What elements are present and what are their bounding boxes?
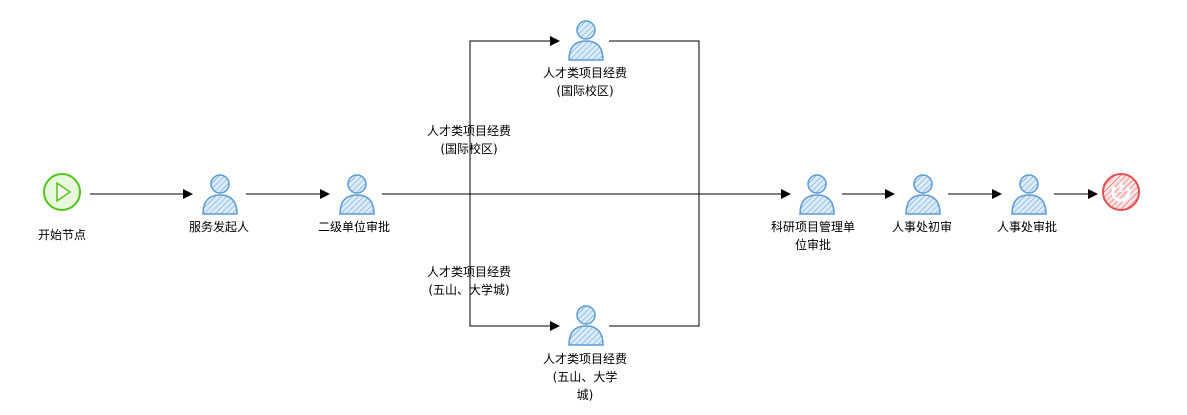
- end-node[interactable]: [1101, 172, 1141, 212]
- edge-label-wushan-line1: 人才类项目经费: [426, 265, 511, 279]
- initiator-label: 服务发起人: [188, 220, 249, 234]
- talent-wushan-label-line3: 城): [576, 388, 594, 402]
- initiator-node[interactable]: [200, 172, 240, 220]
- edge-talent-intl-to-research[interactable]: [609, 40, 700, 194]
- talent-wushan-node[interactable]: [566, 303, 606, 351]
- edge-to-talent-wushan[interactable]: [469, 194, 560, 331]
- user-icon: [568, 305, 604, 346]
- hr-initial-node[interactable]: [903, 172, 943, 220]
- edge-label-intl-line1: 人才类项目经费: [426, 124, 511, 138]
- research-approval-node[interactable]: [797, 172, 837, 220]
- edge-label-wushan: 人才类项目经费 (五山、大学城): [414, 263, 524, 299]
- talent-intl-label-line1: 人才类项目经费: [542, 66, 627, 80]
- hr-initial-label: 人事处初审: [891, 220, 952, 234]
- user-icon: [339, 174, 375, 215]
- user-icon: [799, 174, 835, 215]
- play-icon: [43, 173, 81, 211]
- start-node-label: 开始节点: [37, 228, 86, 242]
- user-icon: [202, 174, 238, 215]
- talent-intl-label-line2: (国际校区): [556, 84, 614, 98]
- research-approval-label-line2: 位审批: [794, 238, 831, 252]
- edge-talent-wushan-to-research[interactable]: [609, 194, 700, 327]
- dept-approval-node[interactable]: [337, 172, 377, 220]
- user-icon: [1011, 174, 1047, 215]
- start-node[interactable]: [42, 172, 82, 212]
- edge-label-wushan-line2: (五山、大学城): [428, 283, 510, 297]
- talent-intl-label: 人才类项目经费 (国际校区): [530, 64, 640, 100]
- research-approval-label: 科研项目管理单 位审批: [758, 218, 868, 254]
- user-icon: [905, 174, 941, 215]
- research-approval-label-line1: 科研项目管理单: [770, 220, 855, 234]
- edge-to-talent-intl[interactable]: [469, 36, 560, 194]
- talent-wushan-label: 人才类项目经费 (五山、大学 城): [530, 350, 640, 404]
- talent-wushan-label-line2: (五山、大学: [552, 370, 618, 384]
- power-icon: [1102, 173, 1140, 211]
- talent-intl-node[interactable]: [566, 18, 606, 66]
- talent-wushan-label-line1: 人才类项目经费: [542, 352, 627, 366]
- edge-label-intl-line2: (国际校区): [440, 142, 498, 156]
- dept-approval-label: 二级单位审批: [317, 220, 390, 234]
- edge-label-intl: 人才类项目经费 (国际校区): [414, 122, 524, 158]
- hr-approval-node[interactable]: [1009, 172, 1049, 220]
- hr-approval-label: 人事处审批: [996, 220, 1057, 234]
- user-icon: [568, 20, 604, 61]
